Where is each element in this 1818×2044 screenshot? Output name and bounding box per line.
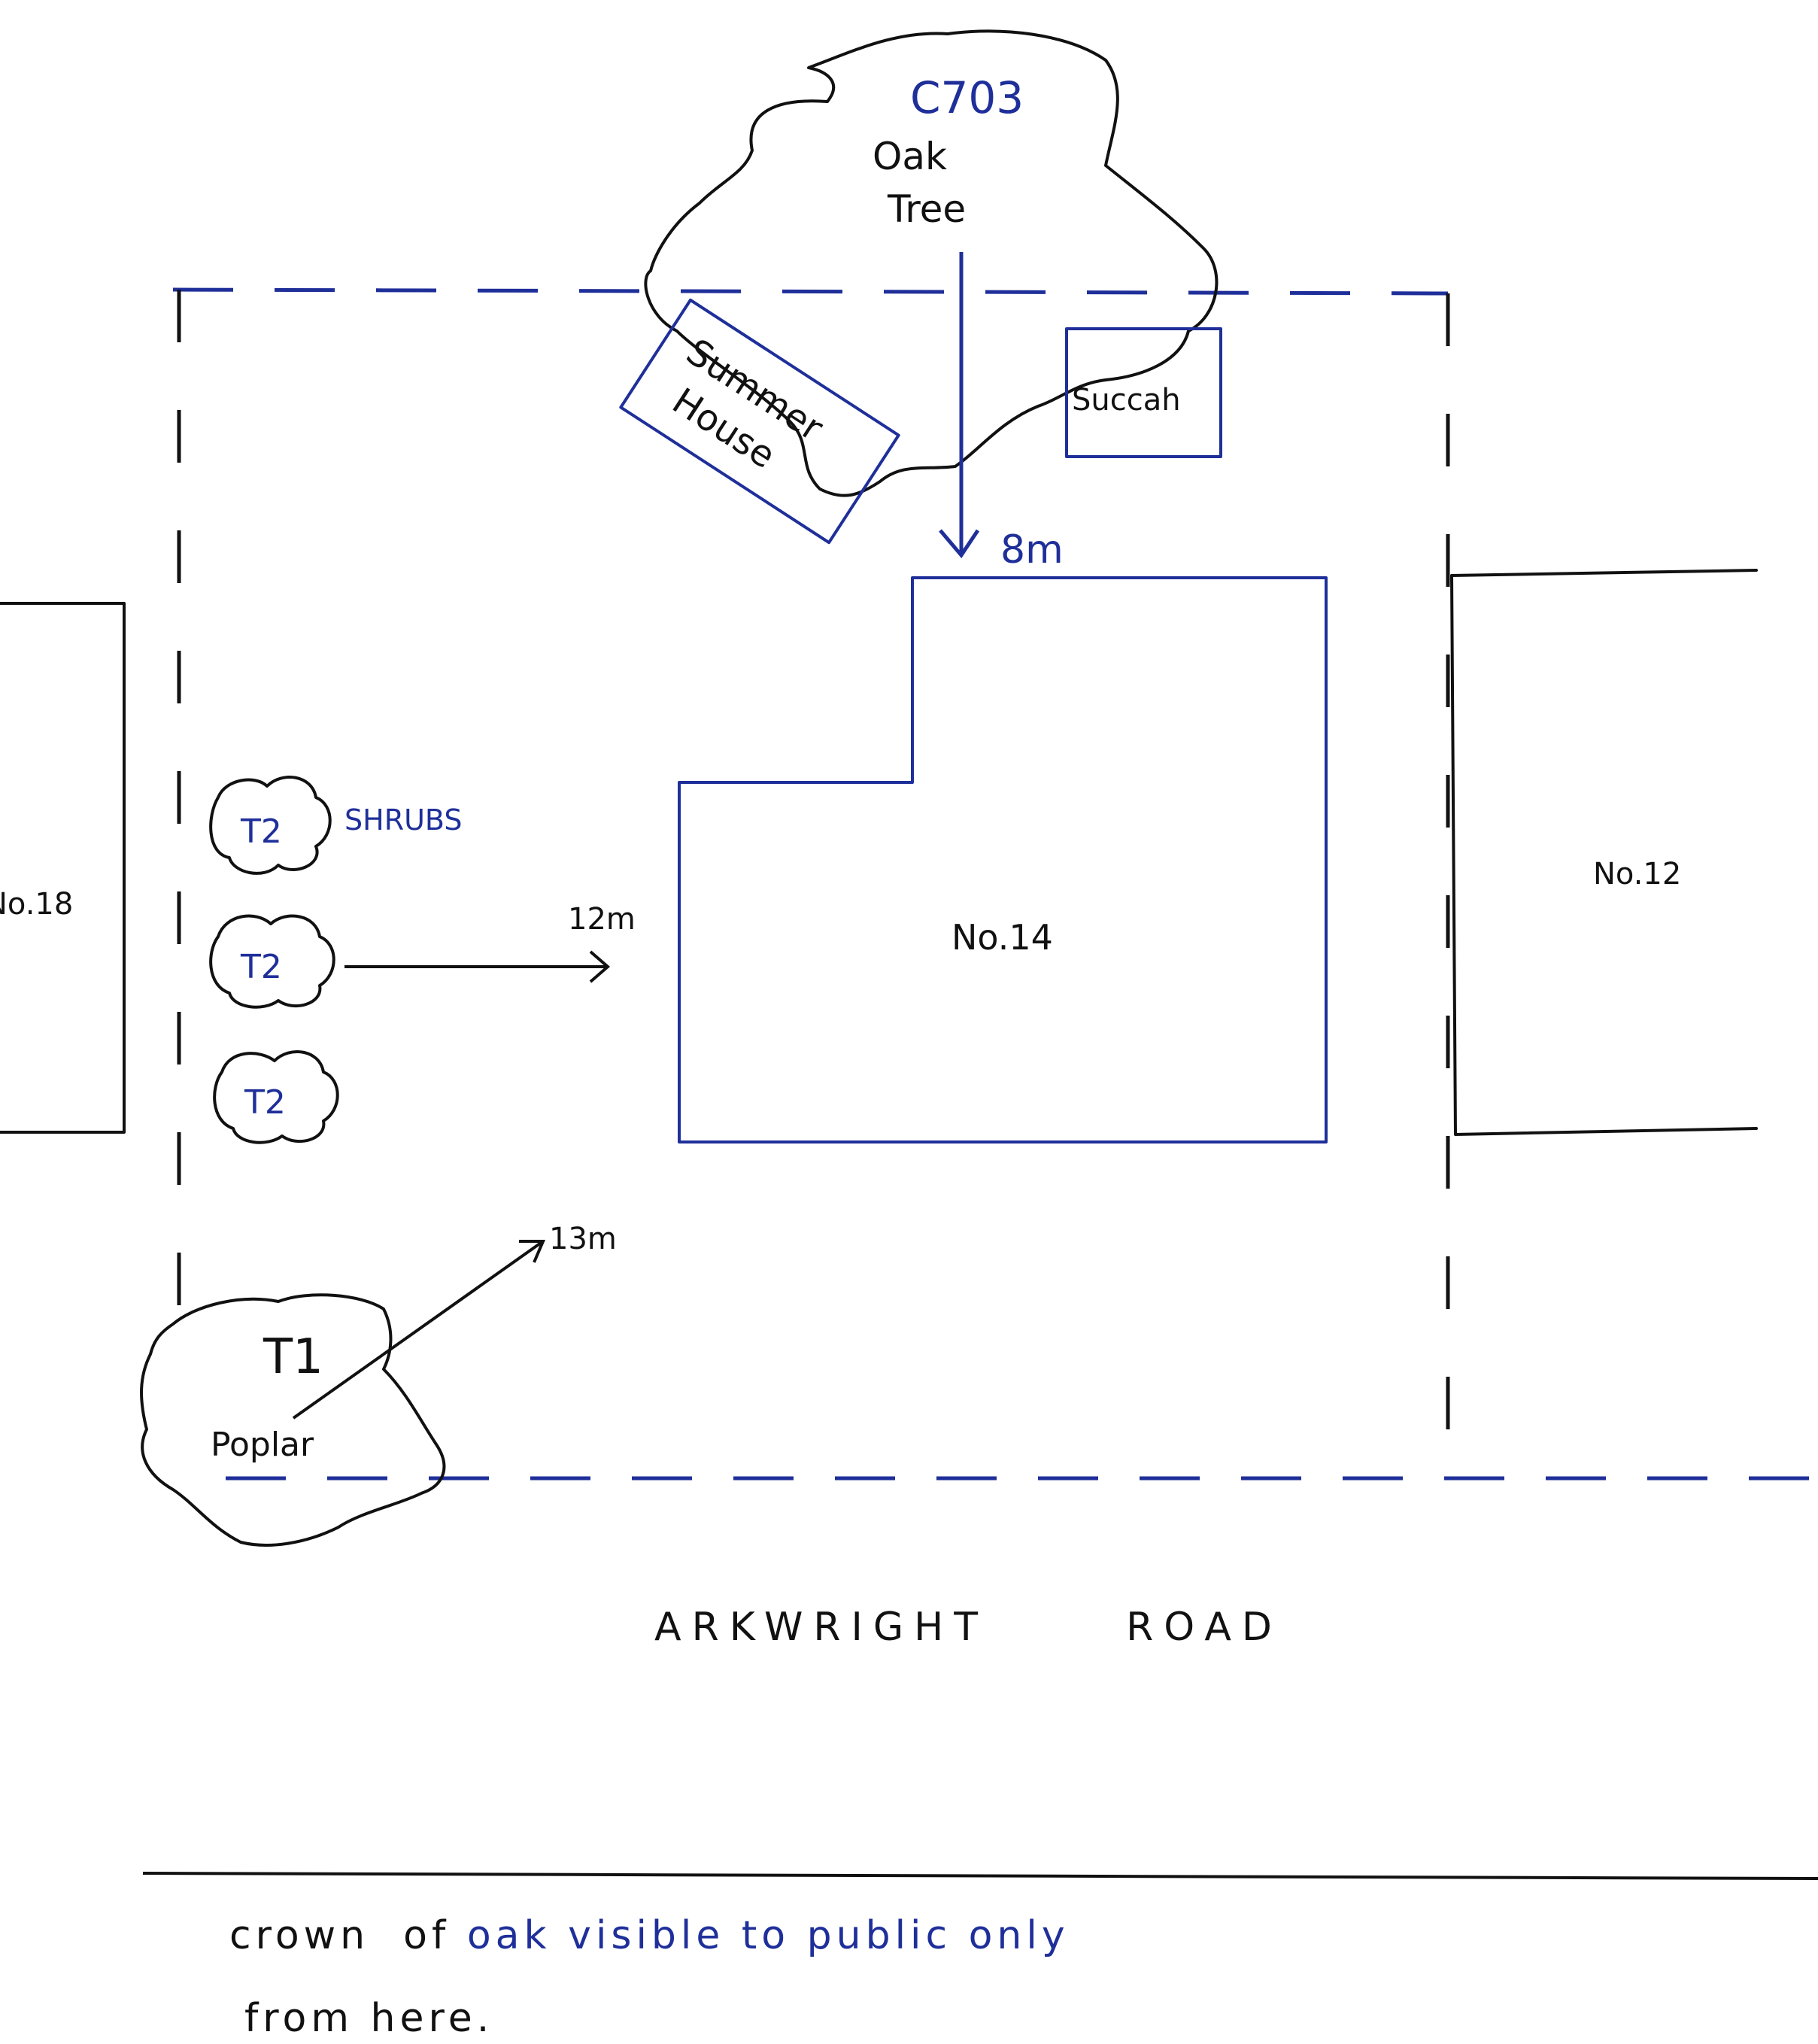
house-no12-outline: [1450, 569, 1758, 1136]
note-line-1: crown of oak visible to public only: [229, 1913, 1070, 1958]
oak-tree-label-line1: Oak: [873, 135, 947, 178]
poplar-label: Poplar: [211, 1426, 314, 1464]
distance-label-8m: 8m: [1000, 527, 1064, 573]
shrub-t2-3: T2: [213, 1050, 339, 1144]
distance-label-13m: 13m: [549, 1222, 617, 1256]
note-line-1-black: crown of: [229, 1913, 467, 1958]
shrub-t2-2-label: T2: [240, 948, 282, 986]
shrubs-label: SHRUBS: [344, 803, 462, 837]
distance-arrow-8m: [939, 252, 980, 559]
poplar-tree-crown: [140, 1293, 446, 1547]
shrub-t2-1: T2: [209, 776, 332, 875]
summer-house-outline: [619, 298, 900, 545]
summer-house: Summer House: [619, 298, 900, 545]
house-no18-outline: [0, 602, 126, 1134]
poplar-id-label: T1: [263, 1329, 323, 1385]
house-no14-label: No.14: [951, 917, 1053, 958]
house-no12-label: No.12: [1593, 857, 1681, 891]
oak-tree-label-line2: Tree: [887, 187, 966, 231]
oak-tree-crown: [644, 29, 1219, 497]
shrub-t2-2: T2: [209, 914, 335, 1009]
distance-arrow-13m: [292, 1240, 546, 1420]
note-line-1-blue: oak visible to public only: [467, 1913, 1070, 1958]
distance-label-12m: 12m: [568, 902, 636, 937]
succah-outline: [1065, 327, 1222, 458]
boundary-top: [172, 287, 1449, 296]
shrub-t2-1-label: T2: [240, 812, 282, 851]
house-no18-label: No.18: [0, 887, 73, 922]
property-boundary: [172, 287, 1813, 1481]
road-label: ARKWRIGHT ROAD: [654, 1605, 1282, 1650]
house-no14-outline: [678, 576, 1328, 1143]
oak-id-label: C703: [910, 72, 1024, 123]
distance-arrow-12m: [344, 950, 611, 983]
shrub-t2-3-label: T2: [244, 1083, 286, 1122]
note-line-2: from here.: [244, 1996, 493, 2041]
succah-label: Succah: [1072, 383, 1181, 418]
viewpoint-line: [142, 1872, 1818, 1880]
